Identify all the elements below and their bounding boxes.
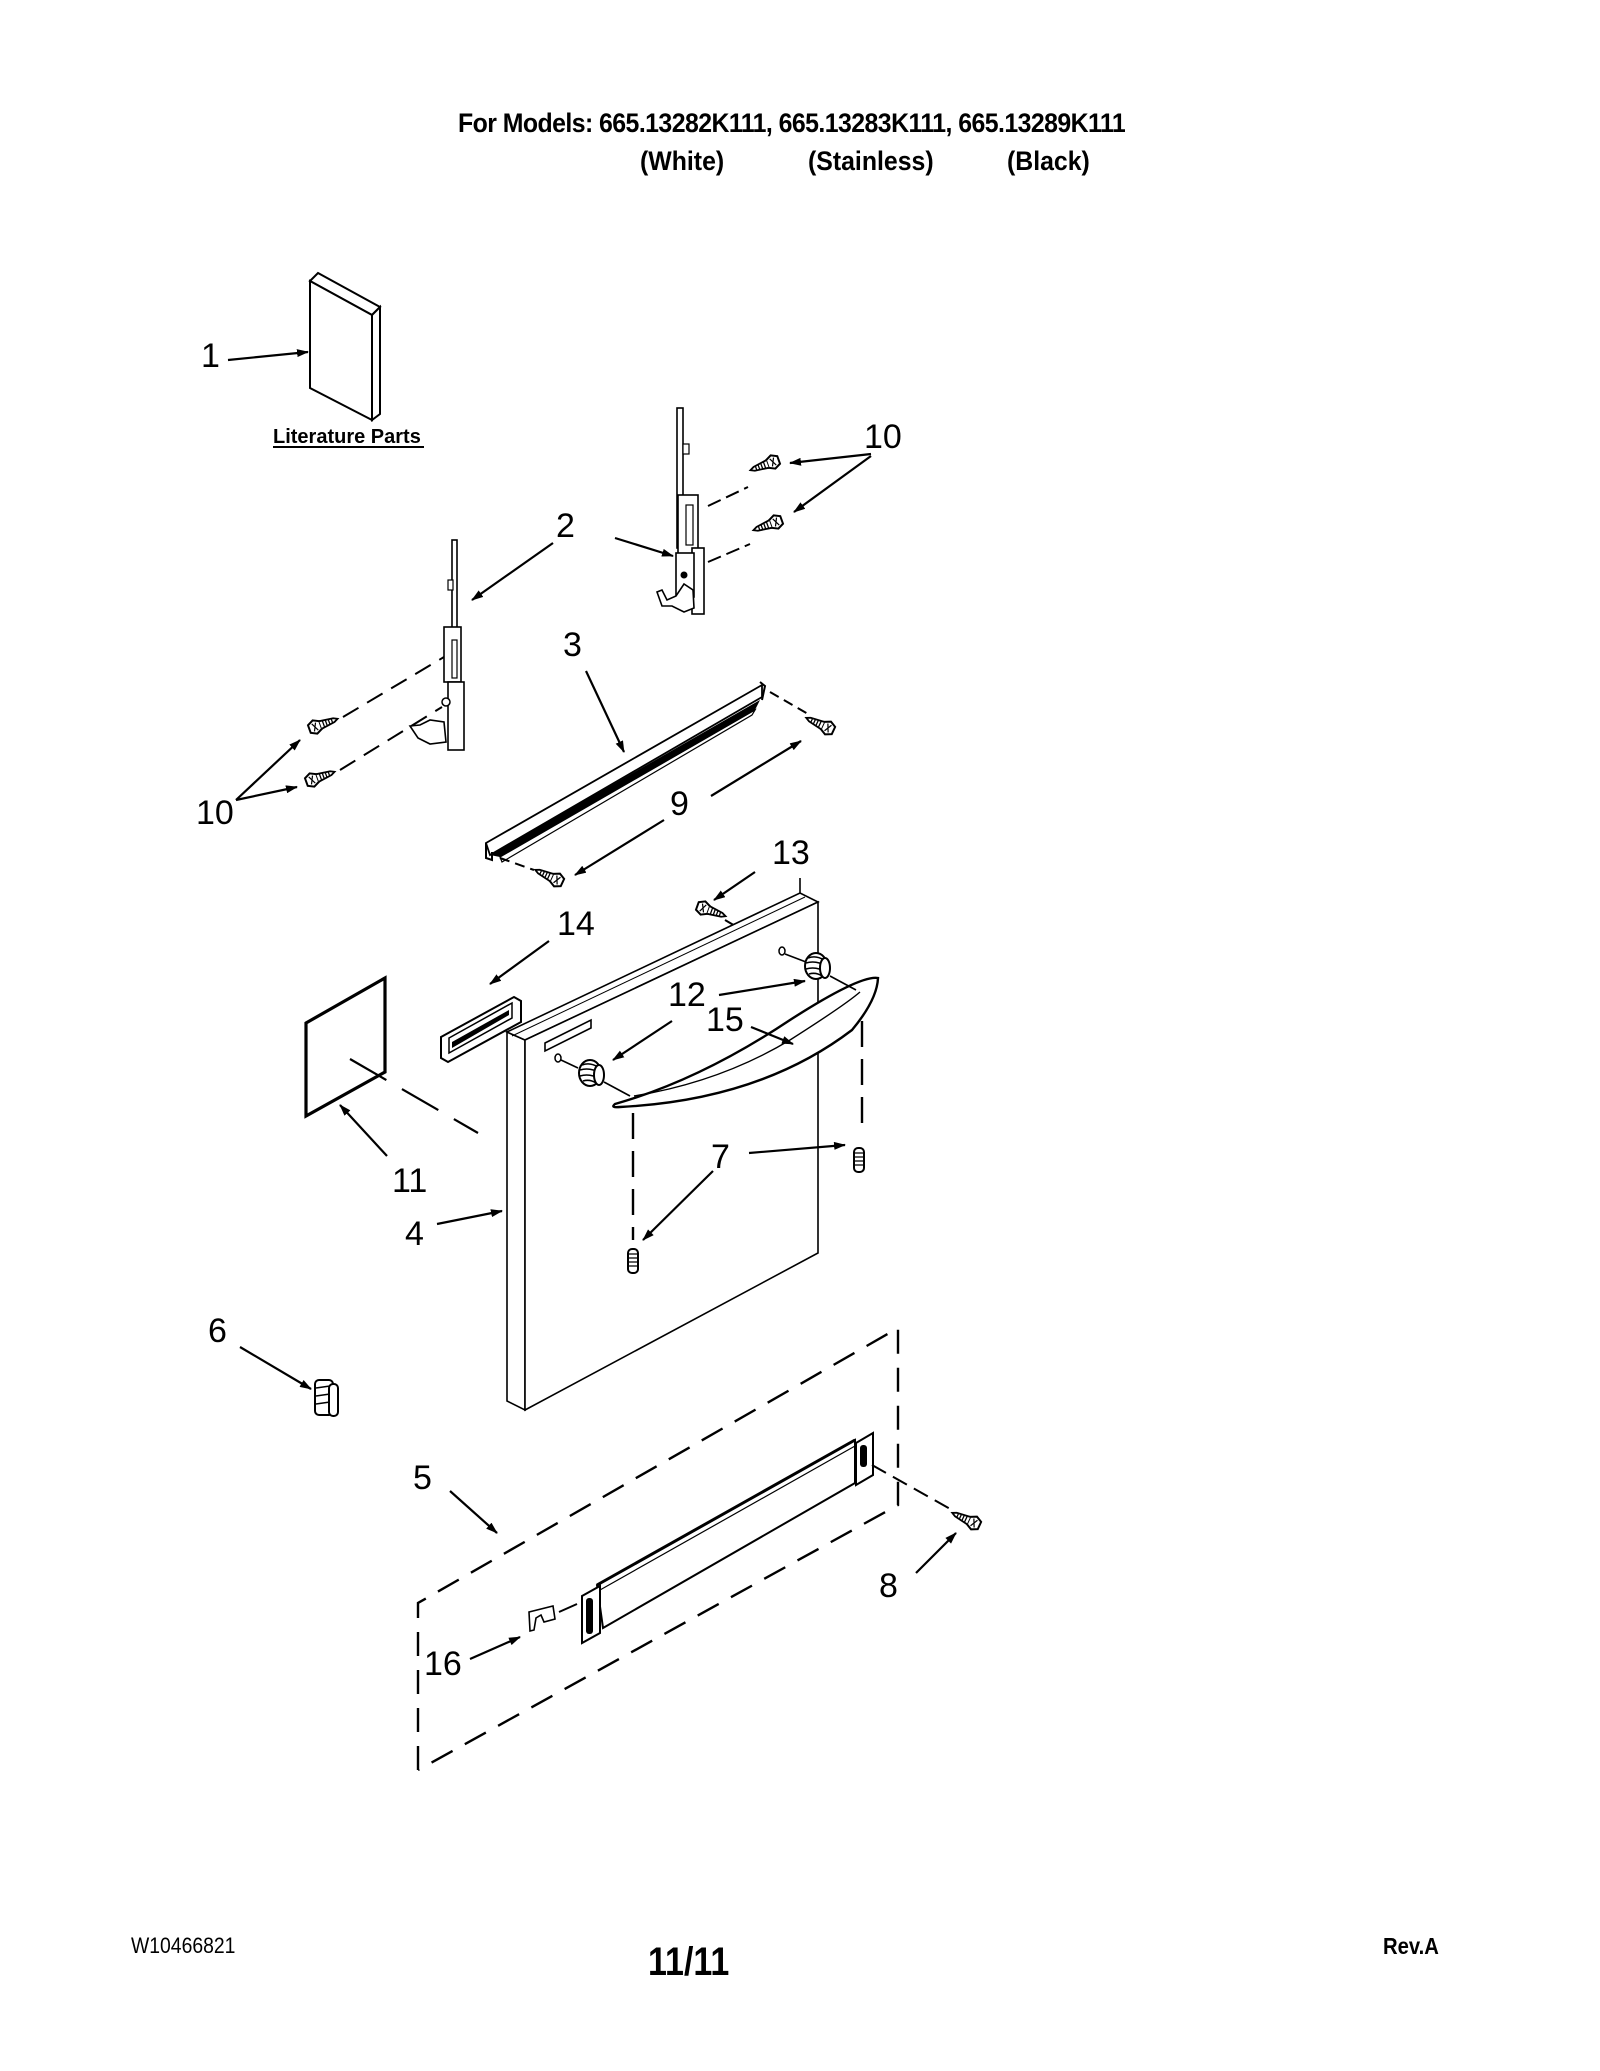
- part-11-label: 11: [304, 975, 479, 1200]
- callout-5: 5: [413, 1459, 432, 1497]
- part-12-spacers: 12: [554, 946, 857, 1097]
- part-2-hinge-right: 2: [556, 407, 705, 615]
- part-8-screw: 8: [871, 1464, 984, 1605]
- part-10-screws-top: 10: [707, 418, 902, 563]
- part-15-handle: 15: [612, 976, 880, 1109]
- callout-9: 9: [670, 785, 689, 823]
- callout-15: 15: [706, 1001, 744, 1039]
- models-title: For Models: 665.13282K111, 665.13283K111…: [458, 108, 1126, 138]
- finish-stainless: (Stainless): [808, 146, 934, 176]
- part-7-bumpers: 7: [627, 1021, 865, 1274]
- callout-14: 14: [557, 905, 595, 943]
- callout-4: 4: [405, 1215, 424, 1253]
- part-16-clip: 16: [424, 1603, 578, 1683]
- callout-16: 16: [424, 1645, 462, 1683]
- callout-12: 12: [668, 976, 706, 1014]
- callout-2a: 2: [556, 507, 575, 545]
- revision-label: Rev.A: [1383, 1933, 1439, 1959]
- part-13-screw: 13: [693, 834, 810, 931]
- part-3-rail: 3: [484, 626, 767, 863]
- finish-white: (White): [640, 146, 725, 176]
- part-14-nameplate: 14: [440, 905, 595, 1064]
- part-4-door-panel: 4: [405, 878, 820, 1412]
- part-10-screws-bottom: 10: [196, 656, 445, 832]
- part-1-literature: 1 Literature Parts: [201, 271, 424, 448]
- literature-parts-label: Literature Parts: [273, 426, 421, 448]
- callout-1: 1: [201, 337, 220, 375]
- part-2-hinge-left: [408, 539, 554, 751]
- callout-10-bottom: 10: [196, 794, 234, 832]
- finish-black: (Black): [1007, 146, 1090, 176]
- callout-13: 13: [772, 834, 810, 872]
- callout-8: 8: [879, 1567, 898, 1605]
- part-9-screws: 9: [499, 691, 838, 890]
- callout-10-top: 10: [864, 418, 902, 456]
- part-6-clip: 6: [208, 1312, 339, 1417]
- part-5-kickplate: 5: [413, 1325, 900, 1772]
- callout-6: 6: [208, 1312, 227, 1350]
- callout-7: 7: [711, 1138, 730, 1176]
- callout-11: 11: [392, 1162, 427, 1200]
- page-number: 11/11: [648, 1940, 730, 1984]
- document-number: W10466821: [131, 1933, 236, 1958]
- callout-3: 3: [563, 626, 582, 664]
